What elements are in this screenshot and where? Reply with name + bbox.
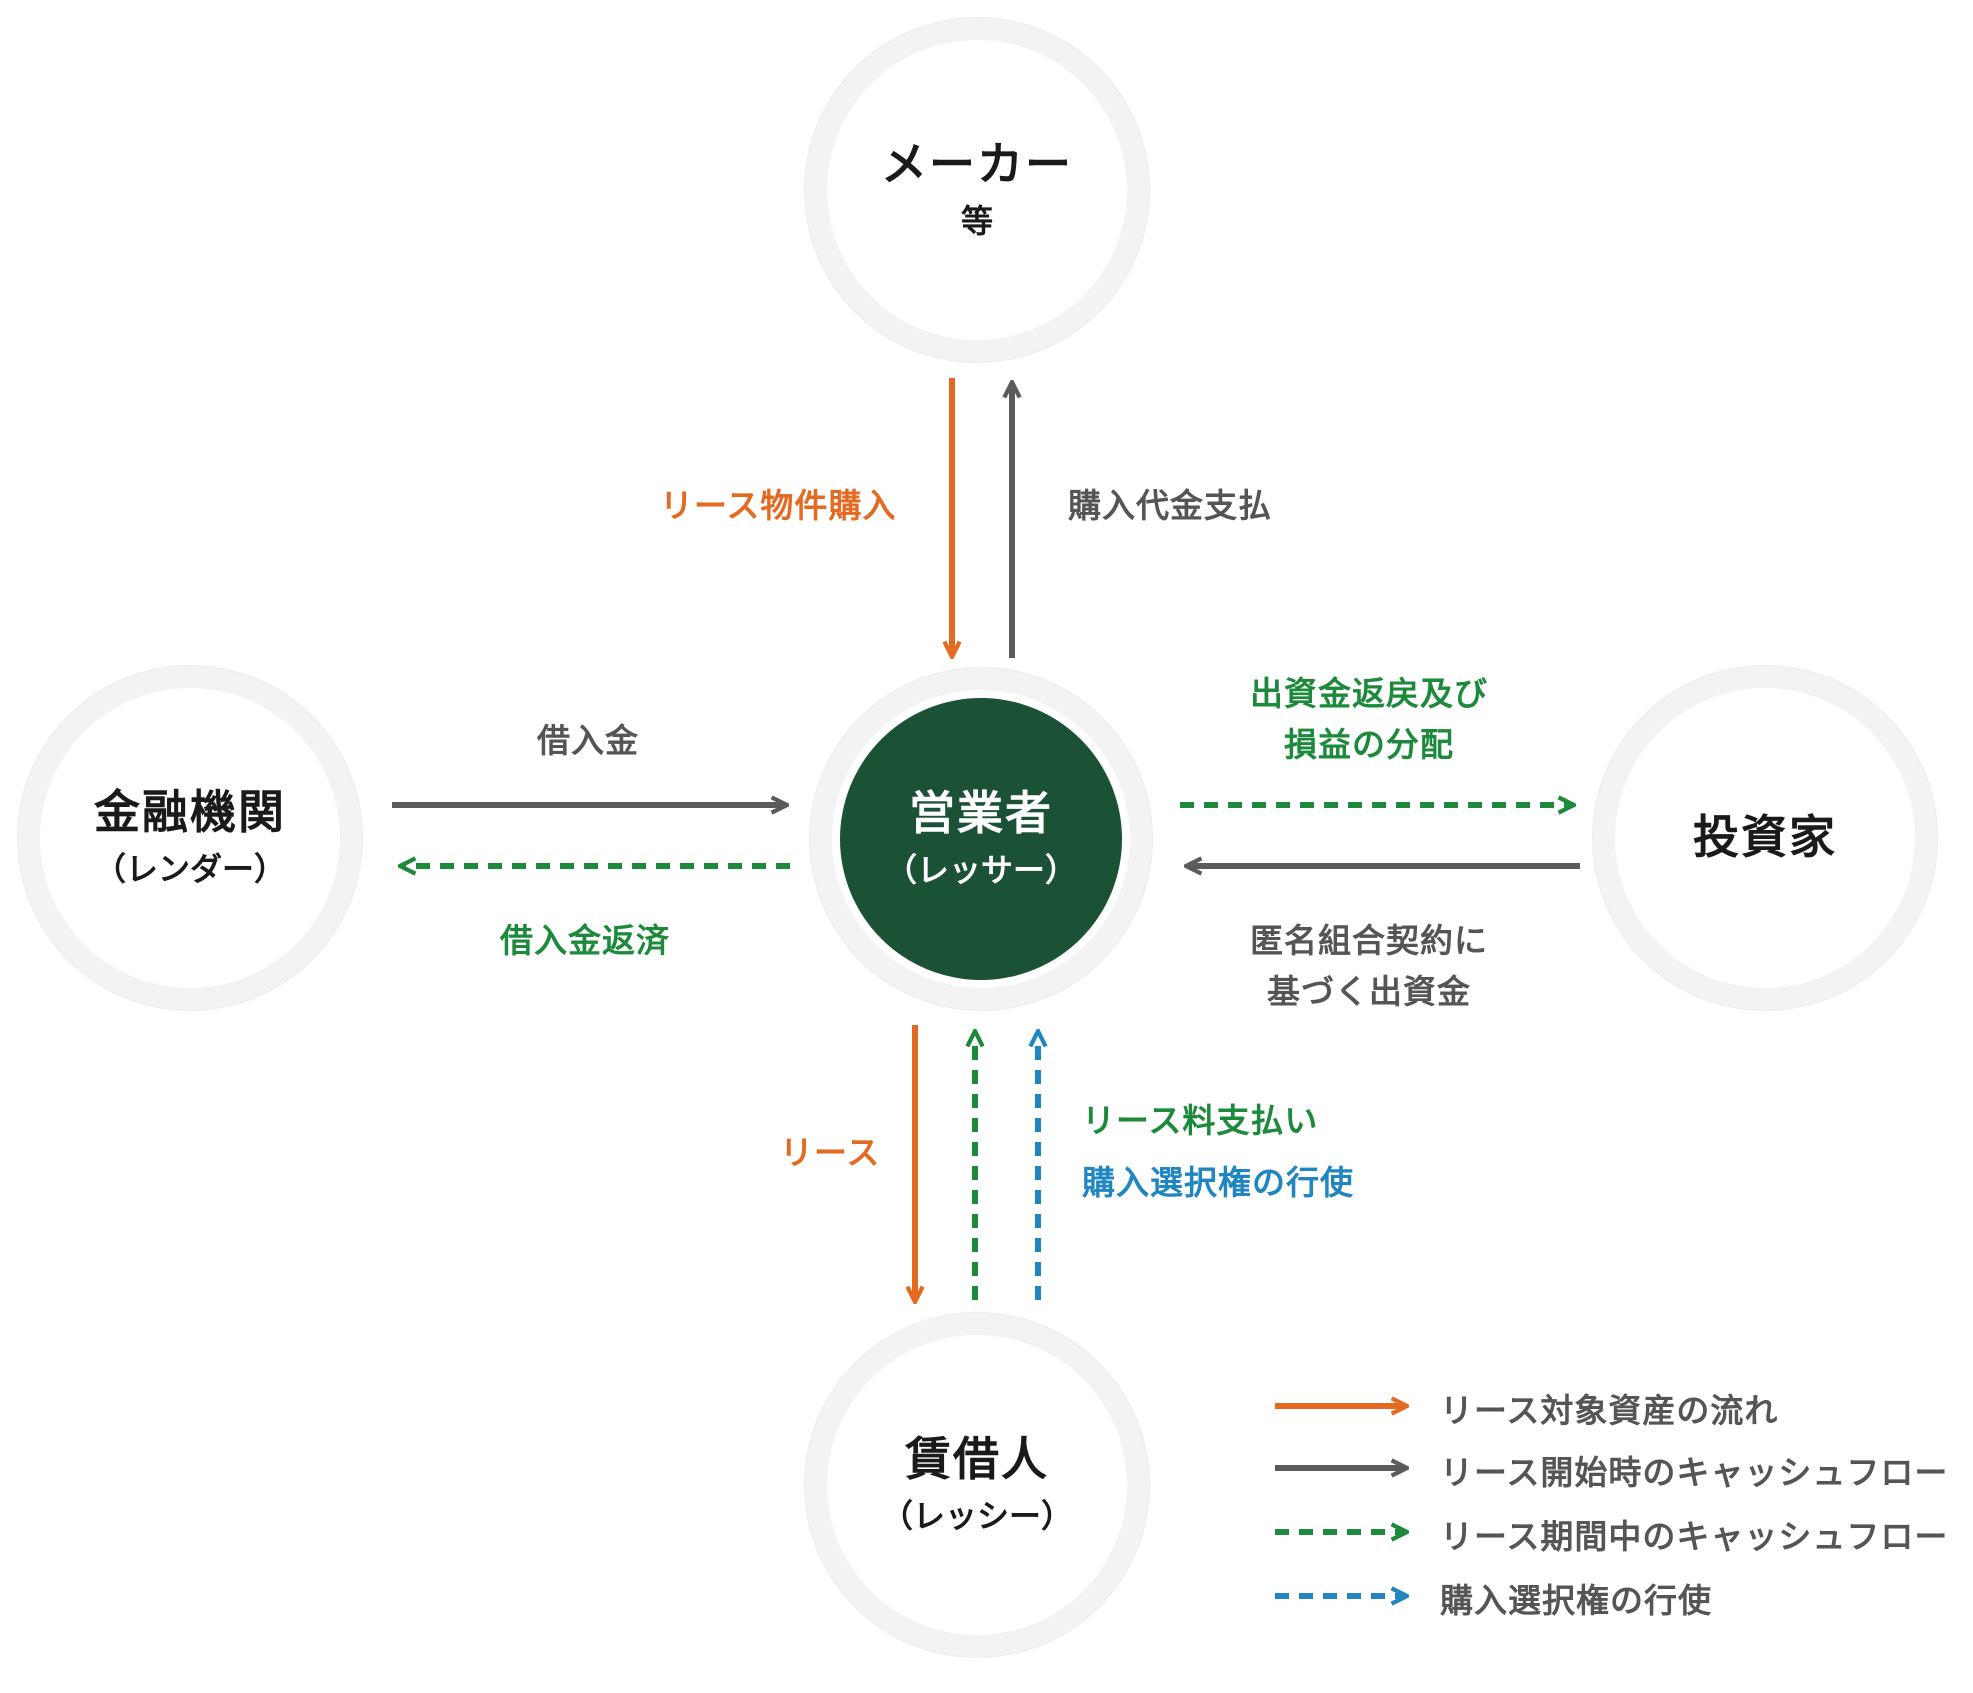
- maker-subtitle: 等: [960, 202, 993, 241]
- investor-title: 投資家: [1693, 810, 1837, 865]
- label-purchase-option: 購入選択権の行使: [1082, 1163, 1354, 1202]
- label-loan-repayment: 借入金返済: [500, 921, 670, 960]
- lessee-subtitle: （レッシー）: [880, 1497, 1073, 1536]
- legend-item-period-cashflow: リース期間中のキャッシュフロー: [1440, 1517, 1949, 1556]
- investor-node: 投資家: [1615, 688, 1915, 988]
- legend-item-purchase-option: 購入選択権の行使: [1440, 1581, 1712, 1620]
- label-lease-purchase: リース物件購入: [660, 486, 897, 525]
- label-distribution-line2: 損益の分配: [1284, 725, 1454, 765]
- label-lease: リース: [780, 1133, 881, 1172]
- operator-subtitle: （レッサー）: [884, 851, 1077, 890]
- label-loan: 借入金: [537, 721, 639, 760]
- label-investment-line1: 匿名組合契約に: [1250, 921, 1488, 960]
- operator-node: 営業者 （レッサー）: [840, 698, 1122, 980]
- label-purchase-payment: 購入代金支払: [1068, 486, 1272, 525]
- label-investment: 匿名組合契約に 基づく出資金: [1250, 915, 1488, 1017]
- label-investment-line2: 基づく出資金: [1267, 972, 1471, 1012]
- label-distribution-line1: 出資金返戻及び: [1250, 674, 1488, 713]
- operator-title: 営業者: [909, 785, 1053, 840]
- lender-node: 金融機関 （レンダー）: [40, 688, 340, 988]
- lender-subtitle: （レンダー）: [93, 850, 286, 889]
- legend-item-asset-flow: リース対象資産の流れ: [1440, 1391, 1779, 1430]
- maker-node: メーカー 等: [827, 40, 1127, 340]
- lessee-node: 賃借人 （レッシー）: [827, 1335, 1127, 1635]
- lender-title: 金融機関: [94, 784, 286, 839]
- label-distribution: 出資金返戻及び 損益の分配: [1250, 668, 1488, 770]
- maker-title: メーカー: [881, 136, 1073, 191]
- label-lease-payment: リース料支払い: [1082, 1101, 1319, 1140]
- legend-item-initial-cashflow: リース開始時のキャッシュフロー: [1440, 1453, 1949, 1492]
- lessee-title: 賃借人: [905, 1431, 1049, 1486]
